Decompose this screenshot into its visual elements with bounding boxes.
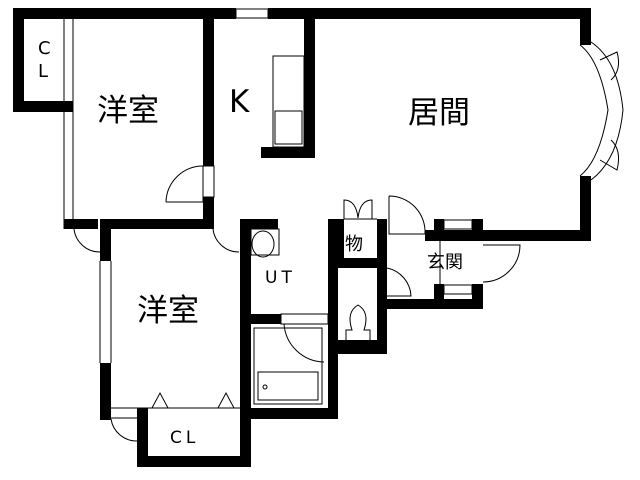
closet-label: C bbox=[38, 38, 51, 59]
kitchen-label: K bbox=[229, 84, 250, 120]
thin-lines bbox=[63, 8, 624, 442]
storage-label: 物 bbox=[345, 234, 363, 255]
western-room-1-label: 洋室 bbox=[97, 93, 159, 129]
closet-label: L bbox=[38, 61, 49, 82]
entrance-label: 玄関 bbox=[427, 252, 463, 273]
walls bbox=[13, 8, 591, 467]
western-room-2-label: 洋室 bbox=[137, 293, 199, 329]
living-room-label: 居間 bbox=[408, 95, 470, 131]
closet-2-label: CL bbox=[170, 428, 200, 448]
unit-bath-label: UT bbox=[265, 268, 296, 288]
